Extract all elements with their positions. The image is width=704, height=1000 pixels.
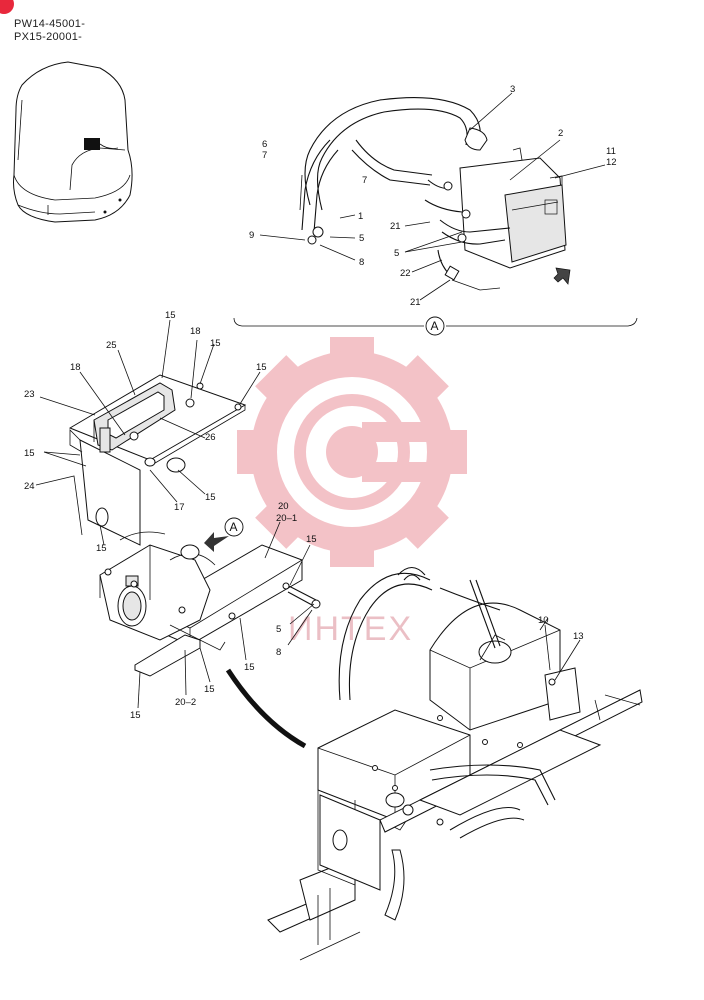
label-8-detail: 8 (359, 257, 364, 268)
label-12: 12 (606, 157, 617, 168)
machine-frame-labels: 10 13 (538, 615, 584, 642)
label-15-bracket-mid: 15 (244, 662, 255, 673)
machine-thumbnail (13, 61, 133, 223)
label-18-left: 18 (70, 362, 81, 373)
label-21-lower: 21 (410, 297, 421, 308)
detail-a-labels: 3 2 11 12 6 7 7 1 5 8 9 21 5 22 21 (249, 84, 617, 308)
label-15-low-left: 15 (96, 543, 107, 554)
label-1: 1 (358, 211, 363, 222)
label-7-left: 7 (262, 150, 267, 161)
label-24: 24 (24, 481, 35, 492)
label-15-right-a: 15 (210, 338, 221, 349)
label-18-right: 18 (190, 326, 201, 337)
label-13: 13 (573, 631, 584, 642)
label-20-2: 20–2 (175, 697, 196, 708)
label-8-bracket: 8 (276, 647, 281, 658)
label-15-right-b: 15 (256, 362, 267, 373)
label-6: 6 (262, 139, 267, 150)
label-23: 23 (24, 389, 35, 400)
callout-a-lower: A (230, 520, 238, 534)
label-15-left: 15 (24, 448, 35, 459)
label-20: 20 (278, 501, 289, 512)
label-9: 9 (249, 230, 254, 241)
machine-frame-assembly (267, 566, 643, 961)
label-15-bracket-right: 15 (306, 534, 317, 545)
label-15-bracket-low: 15 (204, 684, 215, 695)
watermark-text: ИНТЕХ (288, 610, 413, 648)
label-7-right: 7 (362, 175, 367, 186)
label-3: 3 (510, 84, 515, 95)
label-21-upper: 21 (390, 221, 401, 232)
heater-unit-labels: 20 20–1 15 5 8 15 15 20–2 15 (130, 501, 317, 721)
label-20-1: 20–1 (276, 513, 297, 524)
label-25: 25 (106, 340, 117, 351)
label-2: 2 (558, 128, 563, 139)
label-5-upper: 5 (359, 233, 364, 244)
detail-callout-letter: A (431, 319, 439, 333)
detail-a-heater-hoses: A (233, 92, 638, 336)
label-15-mid: 15 (205, 492, 216, 503)
label-5-bracket: 5 (276, 624, 281, 635)
label-10: 10 (538, 615, 549, 626)
label-17: 17 (174, 502, 185, 513)
label-22: 22 (400, 268, 411, 279)
heater-cover-assembly (35, 319, 261, 546)
watermark-gear-logo: ИНТЕХ (237, 337, 467, 648)
serial-range-2: PX15-20001- (14, 31, 83, 43)
label-26: 26 (205, 432, 216, 443)
detail-callout-circle (425, 316, 445, 336)
label-15-bracket-left: 15 (130, 710, 141, 721)
label-11: 11 (606, 146, 616, 157)
heater-cover-labels: 15 25 18 15 15 18 23 15 24 26 15 17 15 (24, 310, 267, 554)
serial-range-1: PW14-45001- (14, 18, 86, 30)
corner-badge (0, 0, 14, 14)
label-15-top: 15 (165, 310, 176, 321)
label-5-lower: 5 (394, 248, 399, 259)
heater-unit-bracket: A (99, 517, 321, 749)
